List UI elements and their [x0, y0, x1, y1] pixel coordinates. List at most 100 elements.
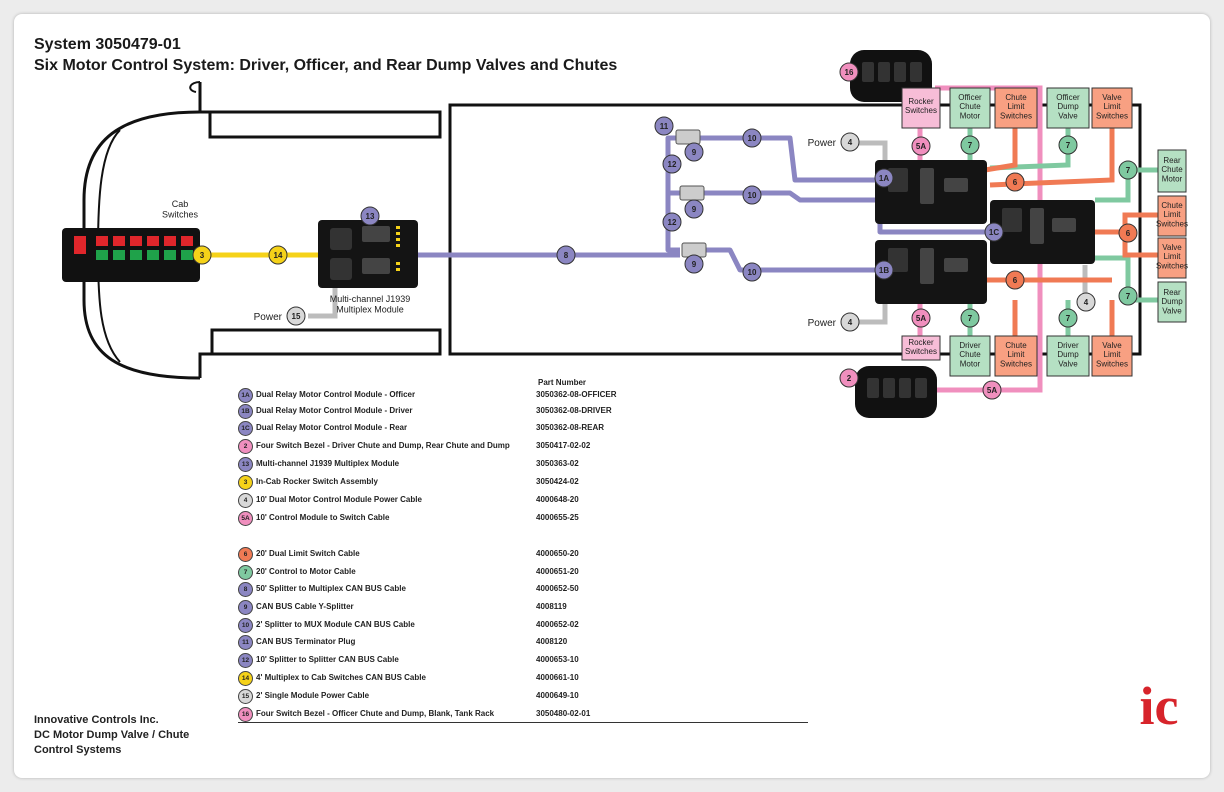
box-rear-chute-motor: [1157, 149, 1187, 193]
legend-description: Dual Relay Motor Control Module - Driver: [256, 406, 413, 415]
legend-part-number: 3050424-02: [536, 477, 579, 486]
callout-label: 7: [1126, 166, 1131, 175]
callout-7: [960, 135, 980, 155]
legend-description: 10' Splitter to Splitter CAN BUS Cable: [256, 655, 399, 664]
callout-7: [960, 308, 980, 328]
switch-bezel-2: [855, 366, 937, 418]
callout-5a: [982, 380, 1002, 400]
box-chute-limit-bottom: [994, 335, 1038, 377]
callout-label: 6: [1126, 229, 1131, 238]
callout-label: 10: [748, 268, 757, 277]
callout-label: 4: [848, 138, 853, 147]
legend-description: 20' Dual Limit Switch Cable: [256, 549, 360, 558]
label-power-4-bottom: Power: [808, 318, 837, 329]
legend-badge: 5A: [238, 511, 253, 526]
callout-label: 6: [1013, 178, 1018, 187]
box-driver-dump-valve: [1046, 335, 1090, 377]
callout-7: [1058, 135, 1078, 155]
legend-badge: 15: [238, 689, 253, 704]
callout-6: [1118, 223, 1138, 243]
callout-2: [839, 368, 859, 388]
callout-label: 1C: [989, 228, 999, 237]
box-valve-limit-bottom: [1091, 335, 1133, 377]
part-number-header: Part Number: [538, 378, 587, 387]
legend-part-number: 4000649-10: [536, 691, 579, 700]
legend-description: 4' Multiplex to Cab Switches CAN BUS Cab…: [256, 673, 426, 682]
callout-6: [1005, 270, 1025, 290]
svg-text:ic: ic: [1140, 678, 1179, 734]
legend-part-number: 4000651-20: [536, 567, 579, 576]
callout-label: 4: [848, 318, 853, 327]
callout-label: 16: [845, 68, 854, 77]
legend-description: 2' Splitter to MUX Module CAN BUS Cable: [256, 620, 415, 629]
callout-5a: [911, 308, 931, 328]
legend-part-number: 4000650-20: [536, 549, 579, 558]
box-valve-limit-top: [1091, 87, 1133, 129]
callout-9: [684, 199, 704, 219]
box-rocker-bottom: [901, 335, 941, 361]
callout-label: 14: [274, 251, 283, 260]
legend-part-number: 4000653-10: [536, 655, 579, 664]
callout-7: [1118, 286, 1138, 306]
diagram-card: [14, 14, 1210, 778]
callout-4: [1076, 292, 1096, 312]
legend-description: Dual Relay Motor Control Module - Office…: [256, 390, 416, 399]
callout-label: 12: [668, 160, 677, 169]
callout-7: [1058, 308, 1078, 328]
box-rocker-top: [901, 87, 941, 129]
legend-part-number: 4000652-50: [536, 584, 579, 593]
ic-logo: ic: [1140, 678, 1179, 734]
mux-module: [318, 220, 418, 288]
legend-description: Four Switch Bezel - Officer Chute and Du…: [256, 709, 495, 718]
legend-badge: 11: [238, 635, 253, 650]
legend-part-number: 3050362-08-REAR: [536, 423, 605, 432]
legend-badge: 16: [238, 707, 253, 722]
callout-label: 7: [1066, 314, 1071, 323]
callout-10: [742, 128, 762, 148]
callout-label: 8: [564, 251, 569, 260]
callout-label: 4: [1084, 298, 1089, 307]
callout-label: 7: [1126, 292, 1131, 301]
callout-label: 13: [366, 212, 375, 221]
legend-description: CAN BUS Cable Y-Splitter: [256, 602, 354, 611]
callout-label: 6: [1013, 276, 1018, 285]
callout-12: [662, 212, 682, 232]
company-line-3: Control Systems: [34, 744, 122, 756]
legend-badge: 1C: [238, 421, 253, 436]
callout-label: 10: [748, 134, 757, 143]
callout-label: 9: [692, 148, 697, 157]
callout-label: 5A: [987, 386, 997, 395]
callout-label: 9: [692, 205, 697, 214]
legend-badge: 8: [238, 582, 253, 597]
company-name: Innovative Controls Inc.: [34, 714, 159, 726]
callout-label: 10: [748, 191, 757, 200]
legend-description: 2' Single Module Power Cable: [256, 691, 370, 700]
legend-part-number: 4000655-25: [536, 513, 579, 522]
callout-4: [840, 132, 860, 152]
legend-divider: [238, 722, 808, 723]
callout-label: 12: [668, 218, 677, 227]
callout-3: [192, 245, 212, 265]
legend-badge: 1A: [238, 388, 253, 403]
legend-description: Dual Relay Motor Control Module - Rear: [256, 423, 408, 432]
